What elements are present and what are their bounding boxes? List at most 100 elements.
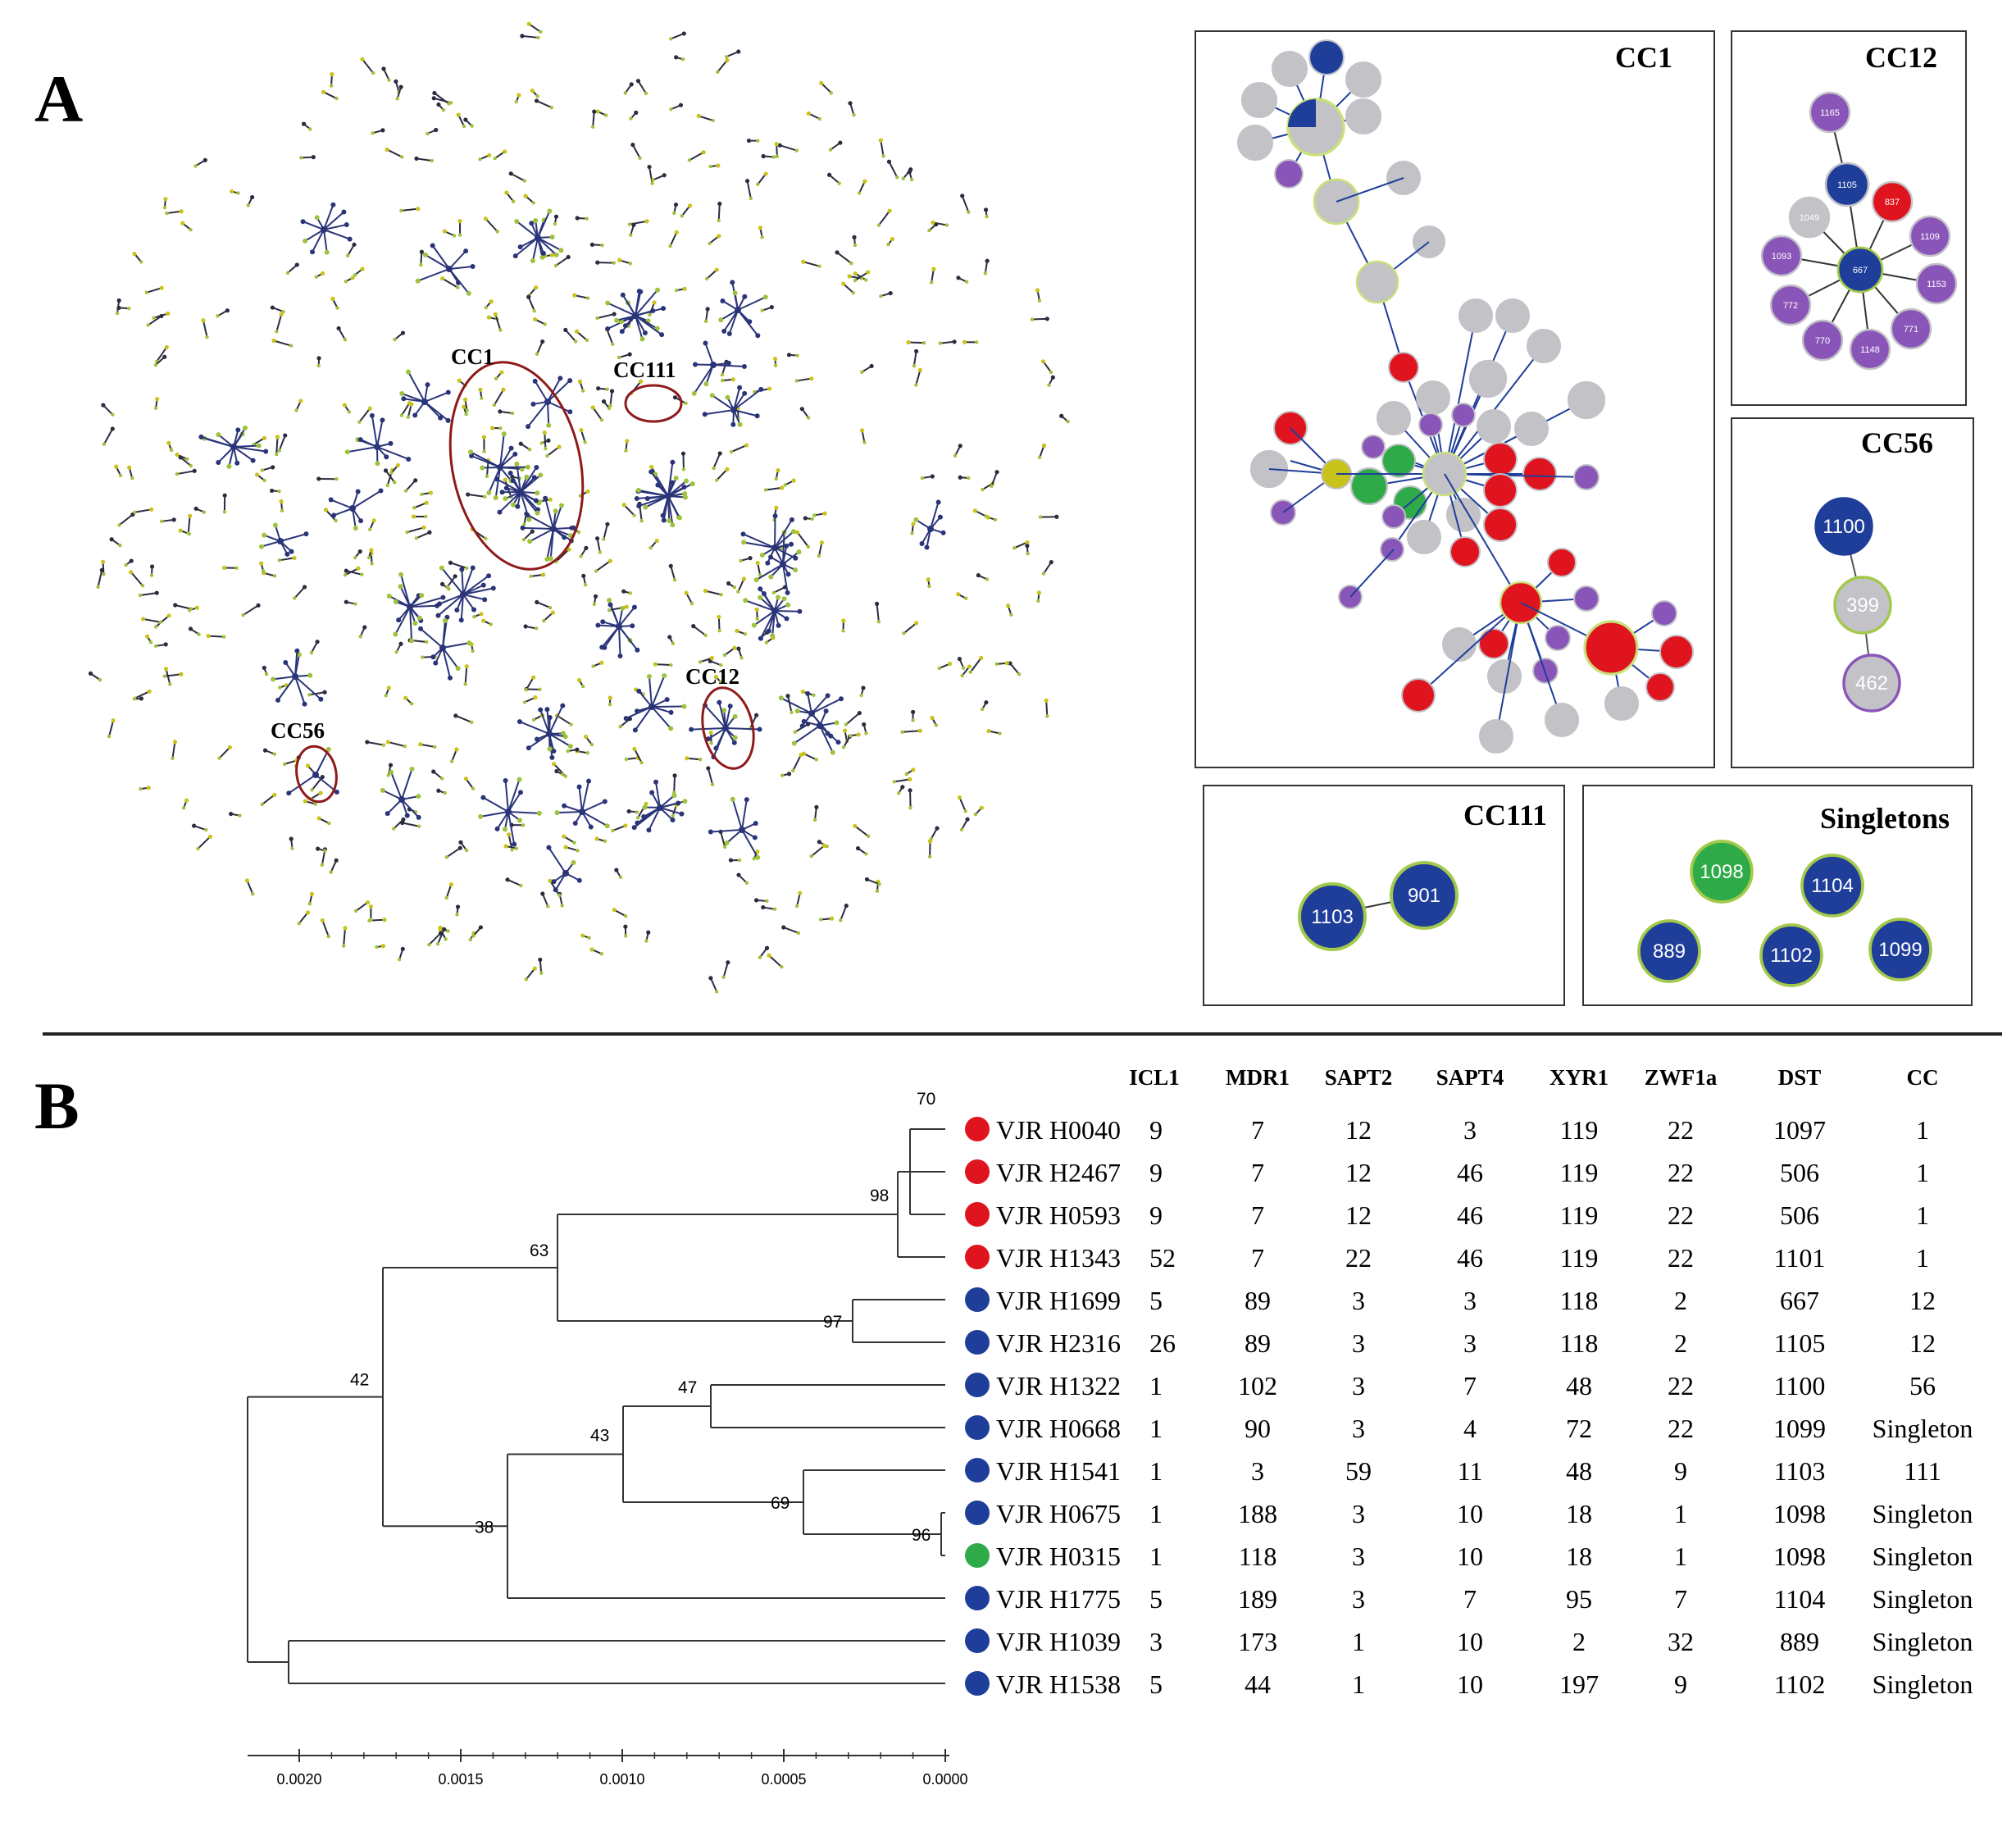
overview-node xyxy=(425,382,430,388)
overview-node xyxy=(771,155,776,159)
overview-node xyxy=(965,817,970,822)
overview-node xyxy=(973,812,978,817)
overview-edge xyxy=(880,139,885,157)
overview-node xyxy=(726,960,730,965)
overview-node xyxy=(380,944,386,949)
overview-edge xyxy=(743,541,776,549)
cell-sapt4: 11 xyxy=(1458,1456,1483,1486)
overview-node xyxy=(703,381,709,387)
overview-node xyxy=(246,203,250,207)
overview-node xyxy=(599,417,604,422)
overview-edge xyxy=(840,905,848,921)
overview-node xyxy=(526,745,531,751)
overview-node xyxy=(753,821,758,827)
overview-edge xyxy=(401,207,418,212)
overview-edge xyxy=(547,401,571,413)
overview-edge xyxy=(507,779,521,813)
cc56-node-462-label: 462 xyxy=(1855,672,1888,695)
overview-node xyxy=(781,925,786,930)
overview-edge xyxy=(547,380,571,403)
cell-zwf1a: 22 xyxy=(1668,1243,1694,1273)
overview-edge xyxy=(803,753,817,761)
overview-node xyxy=(758,225,762,230)
overview-node xyxy=(503,149,507,154)
cell-sapt2: 3 xyxy=(1352,1542,1365,1571)
overview-node xyxy=(913,517,919,522)
overview-edge xyxy=(275,314,283,332)
overview-node xyxy=(294,408,298,412)
overview-edge xyxy=(504,780,509,813)
cc56-node-1100: 1100 xyxy=(1814,497,1873,556)
overview-node xyxy=(1037,455,1042,460)
overview-node xyxy=(709,393,715,399)
overview-node xyxy=(406,456,412,462)
overview-node xyxy=(344,449,350,455)
overview-node xyxy=(648,704,655,710)
cc1-node xyxy=(1545,703,1579,737)
overview-edge xyxy=(774,547,790,575)
overview-node xyxy=(468,937,473,942)
cell-dst: 1100 xyxy=(1774,1371,1826,1400)
overview-node xyxy=(323,508,329,512)
overview-node xyxy=(299,156,303,160)
overview-node xyxy=(534,464,539,470)
overview-node xyxy=(466,640,472,646)
overview-node xyxy=(661,517,667,523)
overview-node xyxy=(1066,419,1070,424)
overview-node xyxy=(519,883,523,888)
overview-edge xyxy=(390,772,403,800)
cc56-node-1100-label: 1100 xyxy=(1823,516,1865,538)
overview-node xyxy=(720,298,726,304)
cc1-node-circle xyxy=(1380,537,1404,562)
overview-node xyxy=(876,223,881,227)
overview-edge xyxy=(460,594,464,621)
overview-node xyxy=(753,577,759,583)
cc12-node-770: 770 xyxy=(1801,319,1844,362)
overview-node xyxy=(505,808,512,815)
overview-node xyxy=(589,947,594,952)
overview-node xyxy=(401,817,406,822)
overview-edge xyxy=(930,502,940,530)
cc1-edge xyxy=(1444,473,1587,478)
overview-node xyxy=(510,478,516,484)
overview-edge xyxy=(407,371,425,403)
cell-mdr1: 90 xyxy=(1245,1414,1271,1443)
overview-node xyxy=(729,449,734,454)
overview-edge xyxy=(990,471,998,487)
overview-node xyxy=(558,503,564,508)
cell-mdr1: 188 xyxy=(1238,1499,1277,1528)
cell-xyr1: 2 xyxy=(1572,1627,1586,1656)
cc1-node xyxy=(1377,401,1411,435)
overview-node xyxy=(562,734,568,740)
overview-node xyxy=(1038,515,1043,519)
cell-icl1: 5 xyxy=(1149,1669,1163,1699)
overview-node xyxy=(908,167,913,172)
overview-node xyxy=(814,758,818,762)
overview-node xyxy=(580,389,585,393)
overview-node xyxy=(812,818,817,822)
overview-node xyxy=(599,644,605,650)
overview-node xyxy=(838,140,843,145)
overview-edge xyxy=(528,23,541,33)
overview-node xyxy=(531,201,535,205)
cc12-node-772: 772 xyxy=(1769,284,1812,326)
overview-node xyxy=(855,845,861,851)
overview-edge xyxy=(262,794,275,805)
overview-node xyxy=(755,617,759,622)
overview-edge xyxy=(343,927,346,946)
overview-node xyxy=(862,440,867,444)
overview-node xyxy=(458,617,464,623)
overview-node xyxy=(399,413,404,417)
overview-node xyxy=(789,517,794,522)
tree-branch xyxy=(940,1512,945,1556)
overview-node xyxy=(929,280,934,285)
cc1-node xyxy=(1271,50,1308,88)
overview-node xyxy=(761,904,766,910)
overview-edge xyxy=(635,706,653,731)
overview-node xyxy=(608,403,612,408)
cc1-node-circle xyxy=(1377,401,1411,435)
overview-node xyxy=(1009,613,1013,617)
overview-node xyxy=(758,586,763,592)
overview-node xyxy=(250,458,256,463)
